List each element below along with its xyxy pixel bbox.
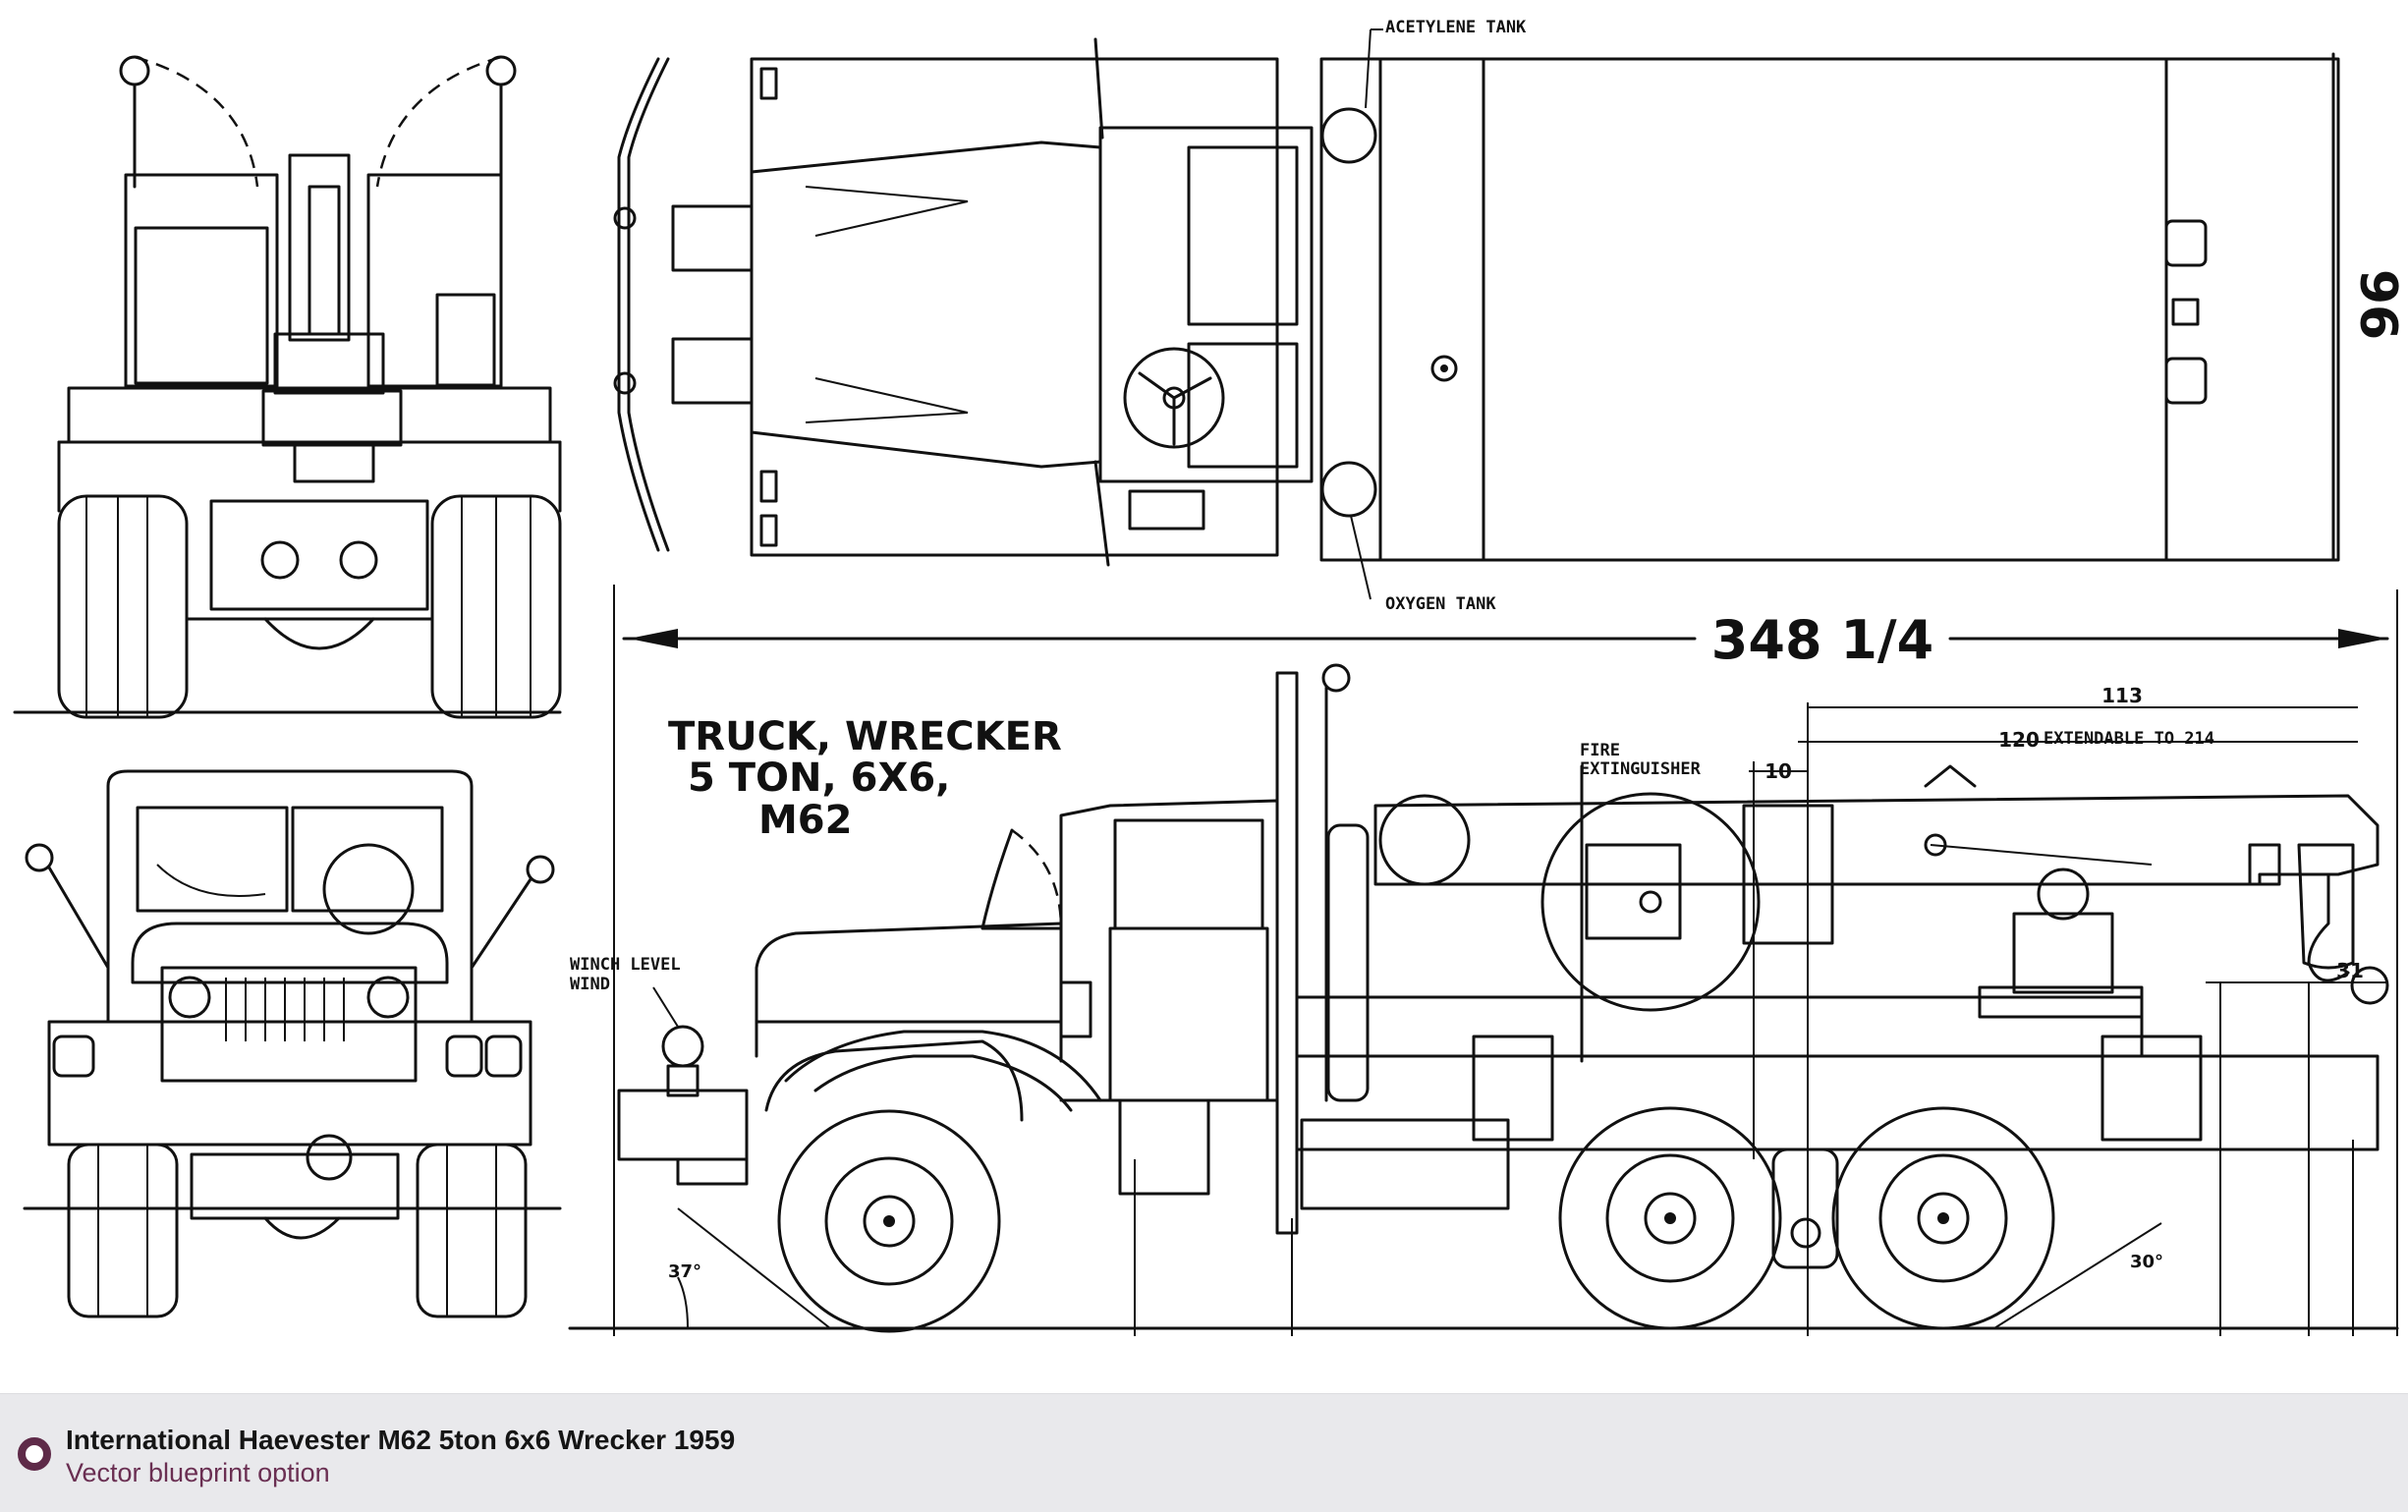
caption-bar: International Haevester M62 5ton 6x6 Wre… <box>0 1393 2408 1512</box>
caption-text: International Haevester M62 5ton 6x6 Wre… <box>66 1424 735 1488</box>
title-line-2: 5 TON, 6X6, <box>688 756 950 801</box>
caption-subtitle: Vector blueprint option <box>66 1458 330 1487</box>
length-dimension: 348 1/4 <box>1711 609 1933 671</box>
winch-wind-label: WIND <box>570 975 610 994</box>
approach-angle: 37° <box>668 1261 701 1282</box>
width-dimension: 96 <box>2348 269 2407 340</box>
extendable-label: EXTENDABLE TO 214 <box>2044 729 2214 749</box>
side-view: 348 1/4 TRUCK, WRECKER 5 TON, 6X6, M62 W… <box>568 585 2399 1336</box>
front-view <box>23 769 562 1318</box>
title-line-3: M62 <box>758 798 852 843</box>
acetylene-tank-label: ACETYLENE TANK <box>1385 18 1527 37</box>
oxygen-tank-label: OXYGEN TANK <box>1385 594 1496 614</box>
departure-angle: 30° <box>2130 1252 2163 1272</box>
title-line-1: TRUCK, WRECKER <box>668 714 1062 759</box>
winch-level-label: WINCH LEVEL <box>570 955 681 975</box>
extinguisher-label: EXTINGUISHER <box>1580 759 1702 779</box>
boom-dimension: 113 <box>2101 684 2143 707</box>
blueprint-drawing: 96 ACETYLENE TANK OXYGEN TANK 348 1/4 TR… <box>13 18 2407 1336</box>
offset-dimension: 10 <box>1764 759 1792 783</box>
extend-dimension: 120 <box>1998 728 2040 752</box>
hook-dimension: 31 <box>2336 959 2364 982</box>
rear-view <box>13 55 562 719</box>
radio-selected-icon[interactable] <box>18 1437 51 1471</box>
fire-label: FIRE <box>1580 741 1620 760</box>
caption-title: International Haevester M62 5ton 6x6 Wre… <box>66 1425 736 1455</box>
top-view: 96 ACETYLENE TANK OXYGEN TANK <box>613 18 2407 614</box>
